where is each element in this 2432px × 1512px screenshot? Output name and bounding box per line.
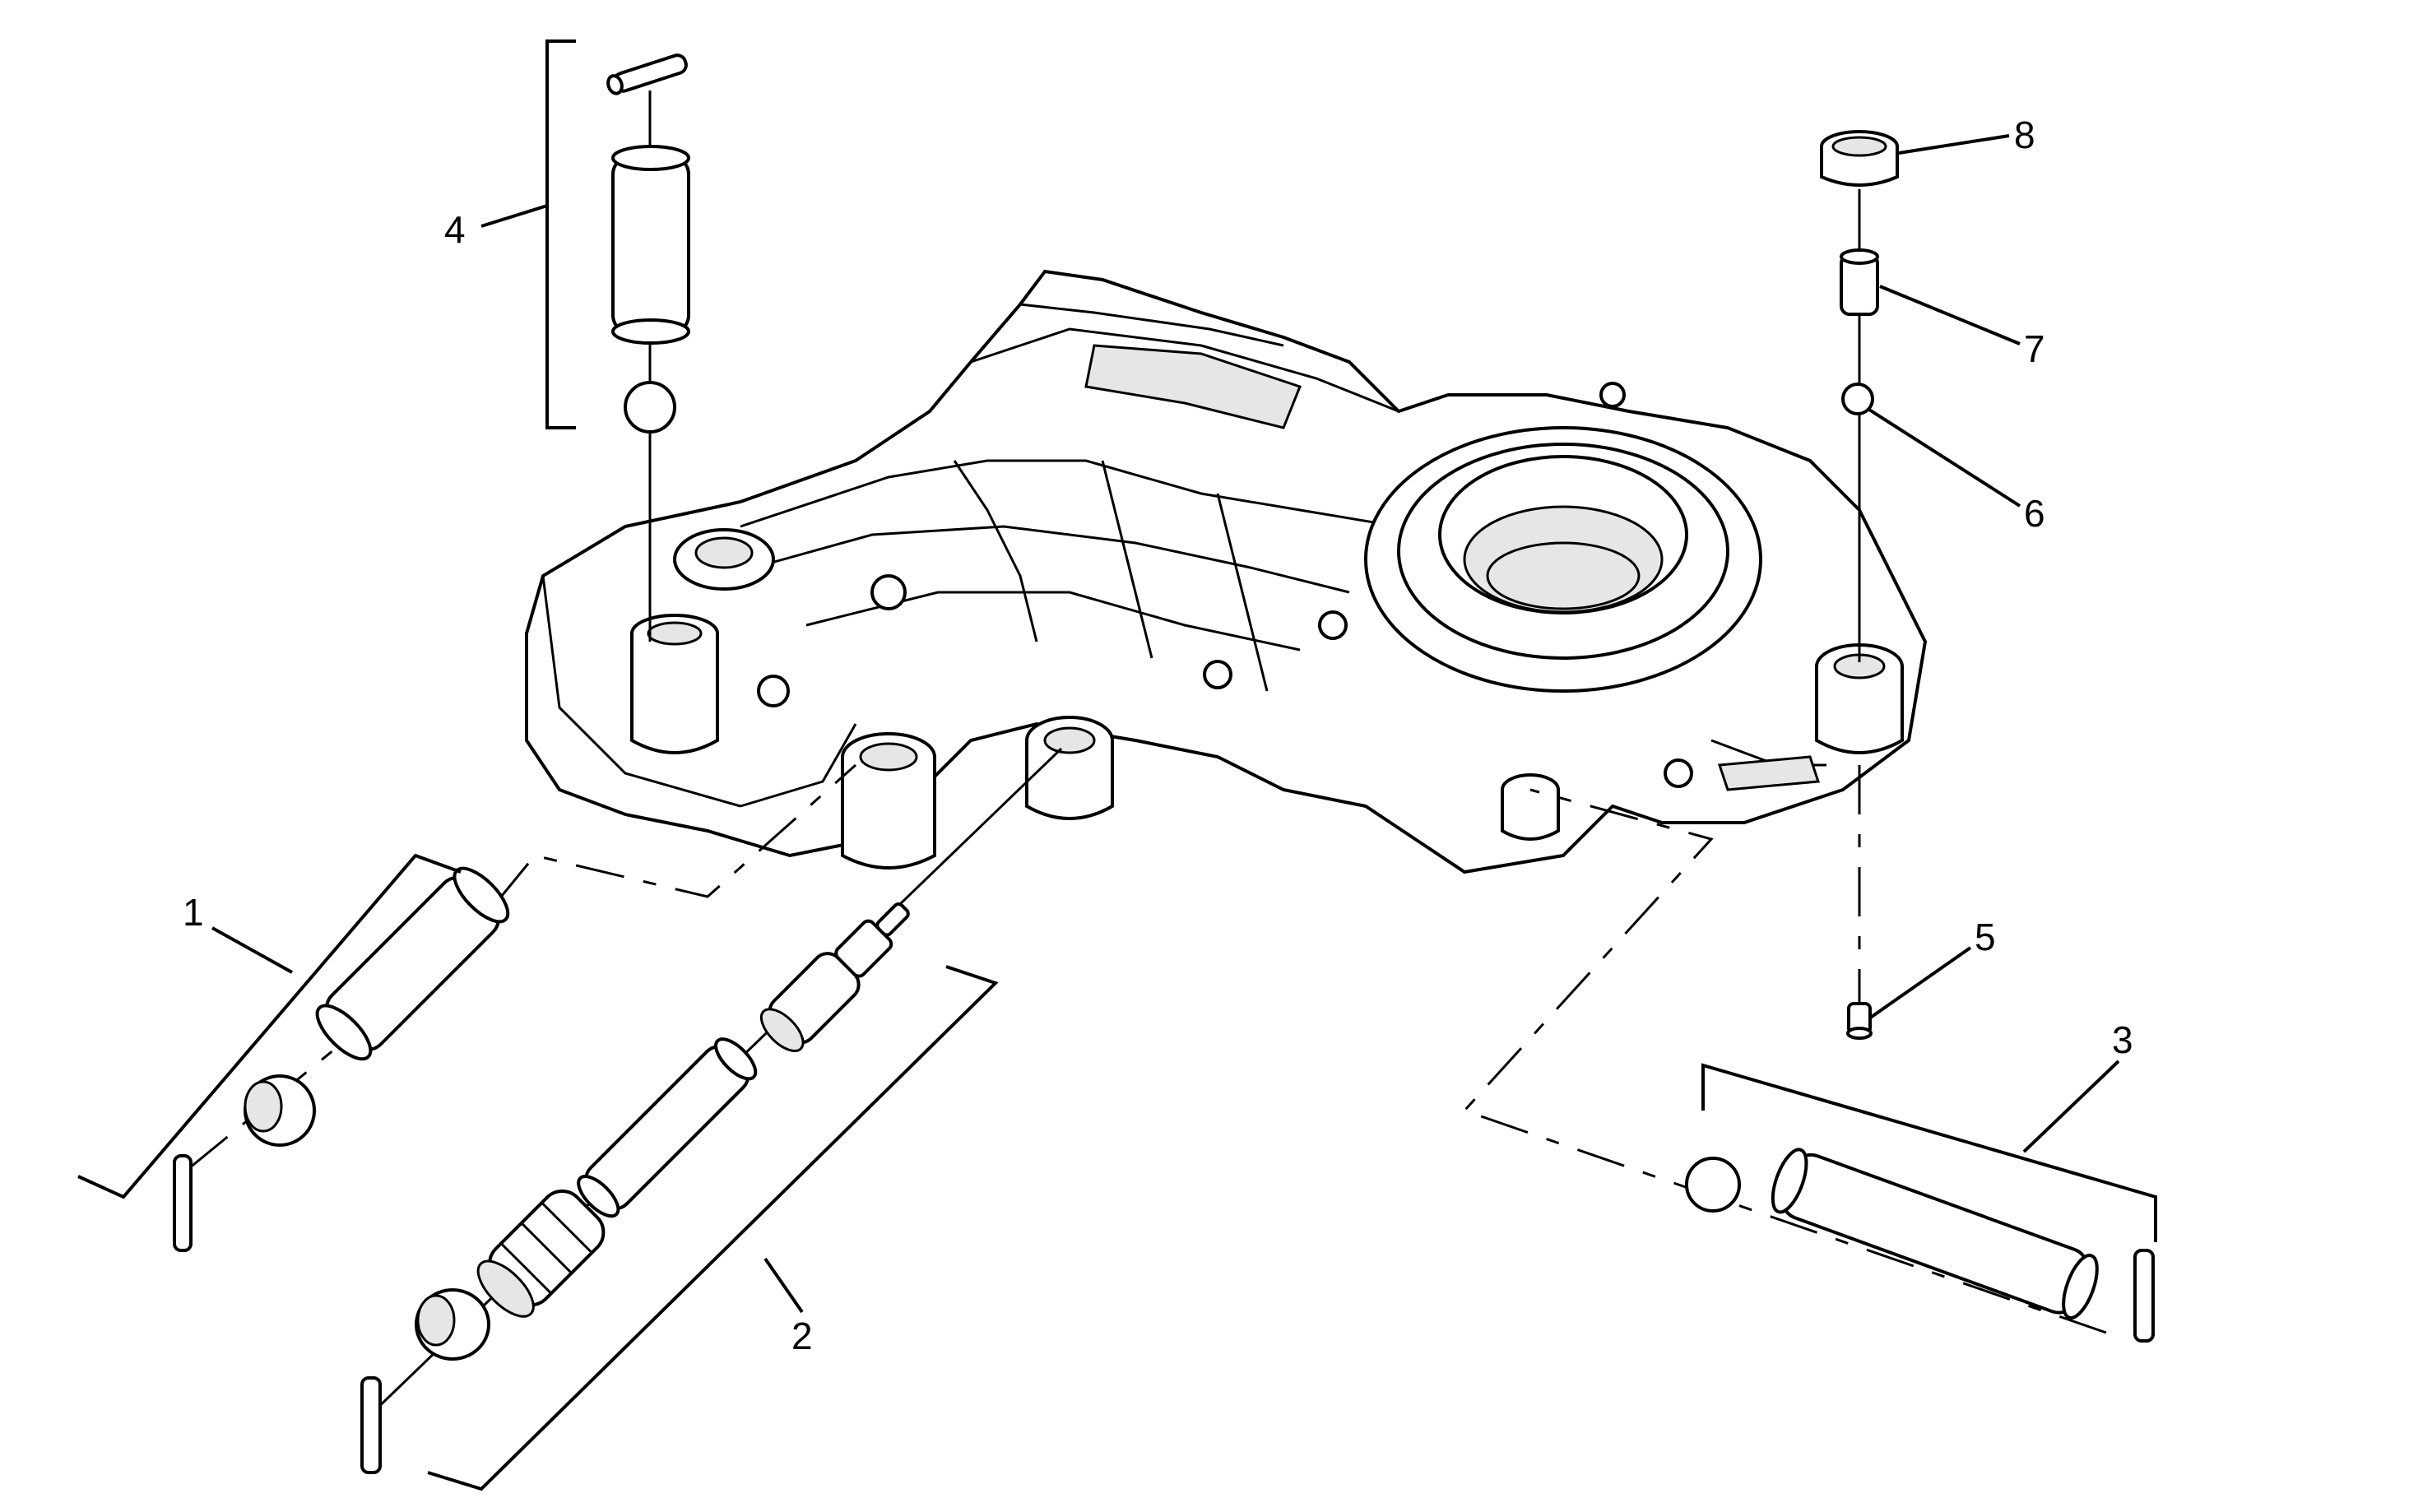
pump-body-housing xyxy=(525,269,1928,874)
bracket-1 xyxy=(77,853,462,1199)
callout-1: 1 xyxy=(183,891,204,934)
item-1-assembly xyxy=(77,853,510,1252)
spring-7 xyxy=(1840,248,1879,316)
coil-spring-2 xyxy=(577,1037,758,1218)
leader-lines xyxy=(211,134,2120,1314)
retainer-cup-2 xyxy=(415,1288,490,1361)
ball-6 xyxy=(1841,383,1874,415)
item-2-assembly xyxy=(360,902,999,1491)
check-ball-3 xyxy=(1685,1157,1741,1213)
bracket-4 xyxy=(545,39,576,429)
bracket-3 xyxy=(1701,1063,2157,1242)
item-4-assembly xyxy=(545,39,690,434)
pin-2 xyxy=(360,1376,382,1474)
callout-8: 8 xyxy=(2014,114,2035,156)
plug-8 xyxy=(1820,130,1899,187)
callout-numbers: 1 2 3 4 5 6 7 8 xyxy=(183,114,2133,1357)
filter-5 xyxy=(1846,1002,1873,1040)
callout-7: 7 xyxy=(2024,327,2045,370)
coil-spring-1 xyxy=(315,866,510,1061)
callout-5: 5 xyxy=(1975,916,1996,958)
retainer-cup-1 xyxy=(244,1074,316,1147)
coil-spring-4 xyxy=(611,155,690,335)
bracket-2 xyxy=(427,965,999,1491)
callout-6: 6 xyxy=(2024,492,2045,535)
callout-3: 3 xyxy=(2112,1018,2133,1061)
callout-4: 4 xyxy=(444,208,466,251)
pin-3 xyxy=(2133,1249,2155,1343)
boost-valve-2 xyxy=(476,1190,606,1318)
items-5-8-assembly xyxy=(1820,130,1899,1040)
callout-2: 2 xyxy=(791,1315,813,1357)
item-3-assembly xyxy=(1685,1063,2157,1343)
pin-1 xyxy=(173,1154,193,1252)
check-ball-4 xyxy=(624,381,676,434)
roll-pin-4 xyxy=(606,53,688,95)
coil-spring-3 xyxy=(1771,1148,2099,1320)
regulator-valve-2 xyxy=(759,902,910,1052)
